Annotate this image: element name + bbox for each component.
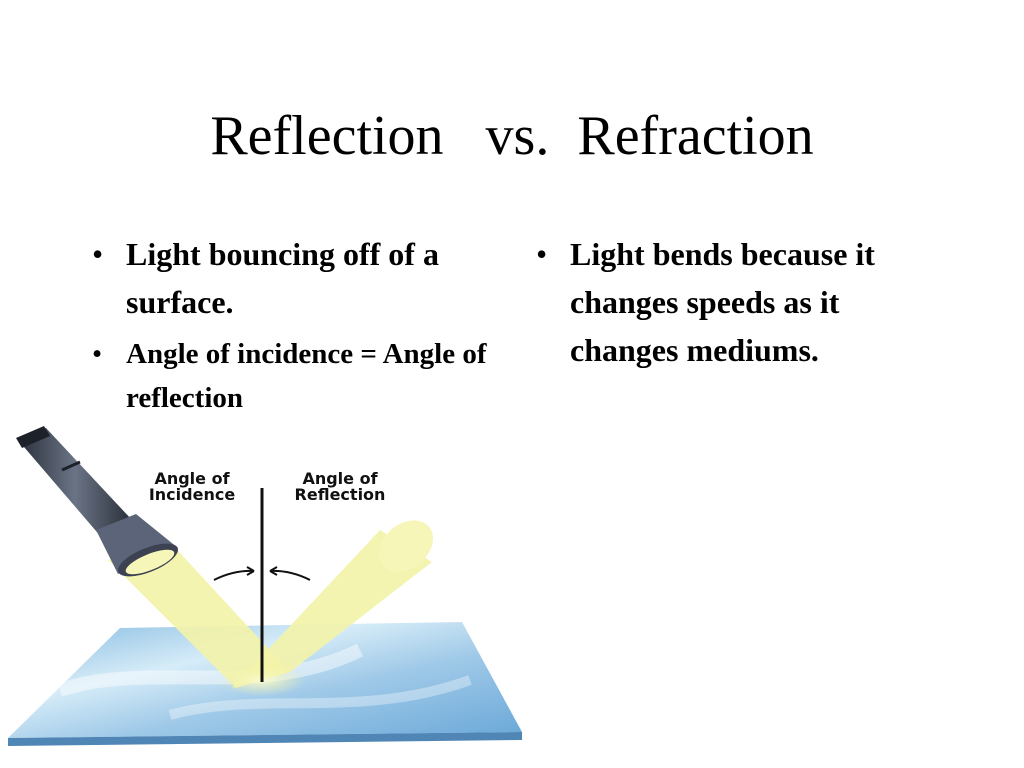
reflection-label-line2: Reflection [295, 485, 386, 504]
bullet-refraction-definition: Light bends because it changes speeds as… [530, 230, 950, 374]
reflection-diagram: Angle of Incidence Angle of Reflection [8, 426, 522, 746]
bullet-reflection-definition: Light bouncing off of a surface. [86, 230, 506, 326]
incident-light-beam [108, 540, 290, 688]
bullet-reflection-angle-rule: Angle of incidence = Angle of reflection [86, 332, 506, 412]
refraction-bullet-list: Light bends because it changes speeds as… [530, 230, 950, 374]
slide-title: Reflection vs. Refraction [210, 105, 814, 167]
incidence-label-line2: Incidence [149, 485, 235, 504]
reflected-light-beam [232, 520, 433, 688]
incidence-label-line1: Angle of [154, 469, 230, 488]
reflection-bullet-list: Light bouncing off of a surface. Angle o… [86, 230, 506, 412]
angle-arrows [213, 566, 311, 581]
flashlight-icon [16, 426, 179, 577]
reflection-label-line1: Angle of [302, 469, 378, 488]
